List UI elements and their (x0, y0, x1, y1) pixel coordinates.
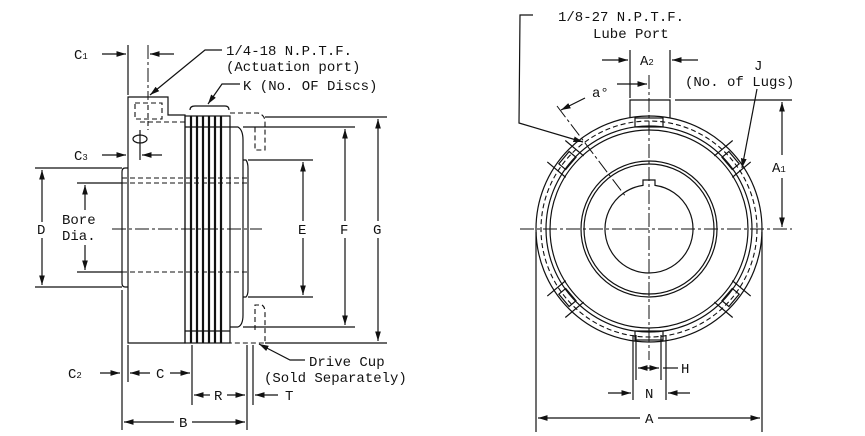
actuation-port-label-1: 1/4-18 N.P.T.F. (226, 44, 352, 60)
dim-C3: C3 (74, 149, 88, 165)
drive-cup-top (230, 112, 266, 151)
dim-N: N (645, 387, 653, 403)
dim-F: F (340, 223, 348, 239)
actuation-port-bore (134, 102, 163, 120)
lube-port-label-1: 1/8-27 N.P.T.F. (558, 10, 684, 26)
housing-outline (127, 96, 186, 344)
dim-C2: C2 (68, 367, 82, 383)
drive-cup-bottom (230, 304, 266, 344)
end-dimensions (518, 14, 792, 432)
drive-cup-label-1: Drive Cup (309, 355, 385, 371)
bore-label-1: Bore (62, 213, 96, 229)
dim-H: H (681, 362, 689, 378)
drive-cup-label-2: (Sold Separately) (264, 371, 407, 387)
angle-line (556, 105, 627, 198)
bore-with-keyway (604, 179, 694, 274)
hub-right (243, 159, 249, 298)
side-lugs (546, 140, 752, 318)
lugs-label-1: J (754, 59, 762, 75)
port-tab (629, 99, 671, 118)
hub-left (121, 167, 128, 288)
lugs-label-2: (No. of Lugs) (685, 75, 794, 91)
lube-port-label-2: Lube Port (593, 27, 669, 43)
dimensions (35, 45, 387, 430)
pressure-plate (230, 126, 244, 328)
side-view: 1/4-18 N.P.T.F. (Actuation port) K (No. … (35, 44, 407, 432)
dim-A2: A2 (640, 54, 654, 70)
bore-label-2: Dia. (62, 229, 96, 245)
actuation-port-label-2: (Actuation port) (226, 60, 360, 76)
dim-C1: C1 (74, 48, 88, 64)
discs-label: K (No. OF Discs) (243, 79, 377, 95)
dim-C: C (156, 367, 164, 383)
dim-E: E (298, 223, 306, 239)
dim-T: T (285, 389, 293, 405)
dim-D: D (37, 223, 45, 239)
dim-A: A (645, 412, 654, 428)
dim-G: G (373, 223, 381, 239)
end-view: 1/8-27 N.P.T.F. Lube Port J (No. of Lugs… (518, 10, 794, 432)
dim-angle: a° (592, 86, 609, 102)
dim-A1: A1 (772, 161, 786, 177)
dim-R: R (214, 389, 223, 405)
dim-B: B (179, 416, 187, 432)
